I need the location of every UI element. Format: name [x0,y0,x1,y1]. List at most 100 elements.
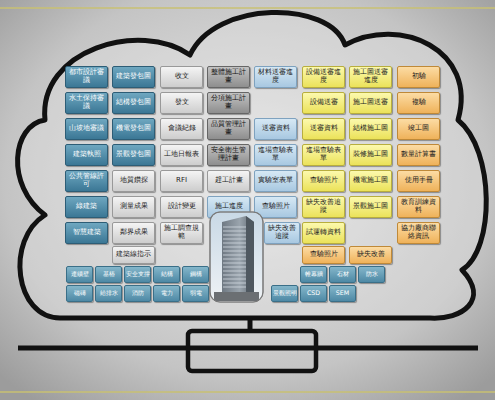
document-box: 送審資料 [254,118,297,140]
document-box: 品質管理計畫 [207,118,250,140]
document-box: 機電發包圖 [112,118,155,140]
box-label: 機電施工圖 [352,177,389,185]
document-box: 裝修施工圖 [349,144,392,166]
trade-box: 石材 [329,266,356,283]
box-label: 綠建築 [75,203,98,211]
document-box: 建築發包圖 [112,66,155,88]
trade-box: 防水 [358,266,385,283]
box-label: 給排水 [100,290,118,297]
box-label: 消防 [132,290,144,297]
trade-box: 安全支撐 [124,266,151,283]
document-box: 安全衛生管理計畫 [207,144,250,166]
box-label: 安全衛生管理計畫 [208,147,249,163]
box-label: 協力廠商聯絡資訊 [398,225,439,241]
box-label: SEM [336,290,349,297]
box-label: 分項施工計畫 [208,95,249,111]
trade-box: 景觀照明 [271,285,298,302]
document-box: 會議紀錄 [160,118,203,140]
box-label: 查驗照片 [309,177,339,185]
cloud-outline [18,12,487,318]
box-label: 機電發包圖 [115,125,152,133]
box-label: 進場查驗表單 [303,147,344,163]
document-box: 協力廠商聯絡資訊 [397,222,440,244]
document-box: 教育訓練資料 [397,196,440,218]
box-label: 結構 [161,271,173,278]
document-box: 使用手冊 [397,170,440,192]
trade-box: 帷幕牆 [300,266,327,283]
document-box: 實驗室表單 [254,170,297,192]
trade-box: 鋼構 [182,266,209,283]
box-label: 送審資料 [261,125,291,133]
box-label: 收文 [174,73,190,81]
trade-box: 基樁 [95,266,122,283]
box-label: 都市設計審議 [66,69,107,85]
document-box: 初驗 [397,66,440,88]
trade-box: 連續壁 [66,266,93,283]
box-label: 地質鑽探 [119,177,149,185]
box-label: 施工圖送審進度 [350,69,391,85]
box-label: 裝修施工圖 [352,151,389,159]
document-box: 竣工圖 [397,118,440,140]
document-box: 查驗照片 [302,246,345,264]
network-line [18,346,478,351]
box-label: 使用手冊 [404,177,434,185]
box-label: 品質管理計畫 [208,121,249,137]
box-label: 結構施工圖 [352,125,389,133]
document-box: 施工圖送審 [349,92,392,114]
box-label: 景觀發包圖 [115,151,152,159]
document-box: 缺失改善追蹤 [302,196,345,218]
document-box: 工地日報表 [160,144,203,166]
document-box: 施工圖送審進度 [349,66,392,88]
document-box: 都市設計審議 [65,66,108,88]
trade-box: 結構 [153,266,180,283]
box-label: 安全支撐 [126,271,150,278]
box-label: 石材 [337,271,349,278]
document-box: 地質鑽探 [112,170,155,192]
box-label: 水土保持審議 [66,95,107,111]
trade-box: 消防 [124,285,151,302]
box-label: 防水 [366,271,378,278]
box-label: 設計變更 [167,203,197,211]
document-box: 收文 [160,66,203,88]
trade-box: CSD [300,285,327,302]
top-rule [0,7,495,9]
box-label: 結構發包圖 [115,99,152,107]
document-box: 水土保持審議 [65,92,108,114]
box-label: 試運轉資料 [305,229,342,237]
document-box: 鄰界成果 [112,222,155,244]
document-box: 設備送審 [302,92,345,114]
document-box: 數量計算書 [397,144,440,166]
document-box: 綠建築 [65,196,108,218]
document-box: 景觀施工圖 [349,196,392,218]
document-box: 建築線指示 [112,246,155,264]
box-label: 測量成果 [119,203,149,211]
trade-box: 弱電 [182,285,209,302]
box-label: 趕工計畫 [214,177,244,185]
document-box: 結構施工圖 [349,118,392,140]
box-label: 實驗室表單 [257,177,294,185]
trade-box: 電力 [153,285,180,302]
tower-side [246,216,254,300]
document-box: 缺失改善 [349,246,392,264]
box-label: 複驗 [411,99,427,107]
document-box: 複驗 [397,92,440,114]
box-label: 缺失改善追蹤 [303,199,344,215]
box-label: 數量計算書 [400,151,437,159]
document-box: 缺失改善追蹤 [264,222,300,244]
tower-podium [214,292,259,301]
box-label: 景觀照明 [273,290,297,297]
document-box: RFI [160,170,203,192]
bottom-rule [0,391,495,393]
box-label: 缺失改善追蹤 [265,225,299,241]
document-box: 景觀發包圖 [112,144,155,166]
document-box: 送審資料 [302,118,345,140]
document-box: 設計變更 [160,196,203,218]
document-box: 公共管線許可 [65,170,108,192]
box-label: 鋼構 [190,271,202,278]
box-label: 發文 [174,99,190,107]
box-label: 施工進度 [214,203,244,211]
box-label: 進場查驗表單 [255,147,296,163]
box-label: 建築執照 [72,151,102,159]
